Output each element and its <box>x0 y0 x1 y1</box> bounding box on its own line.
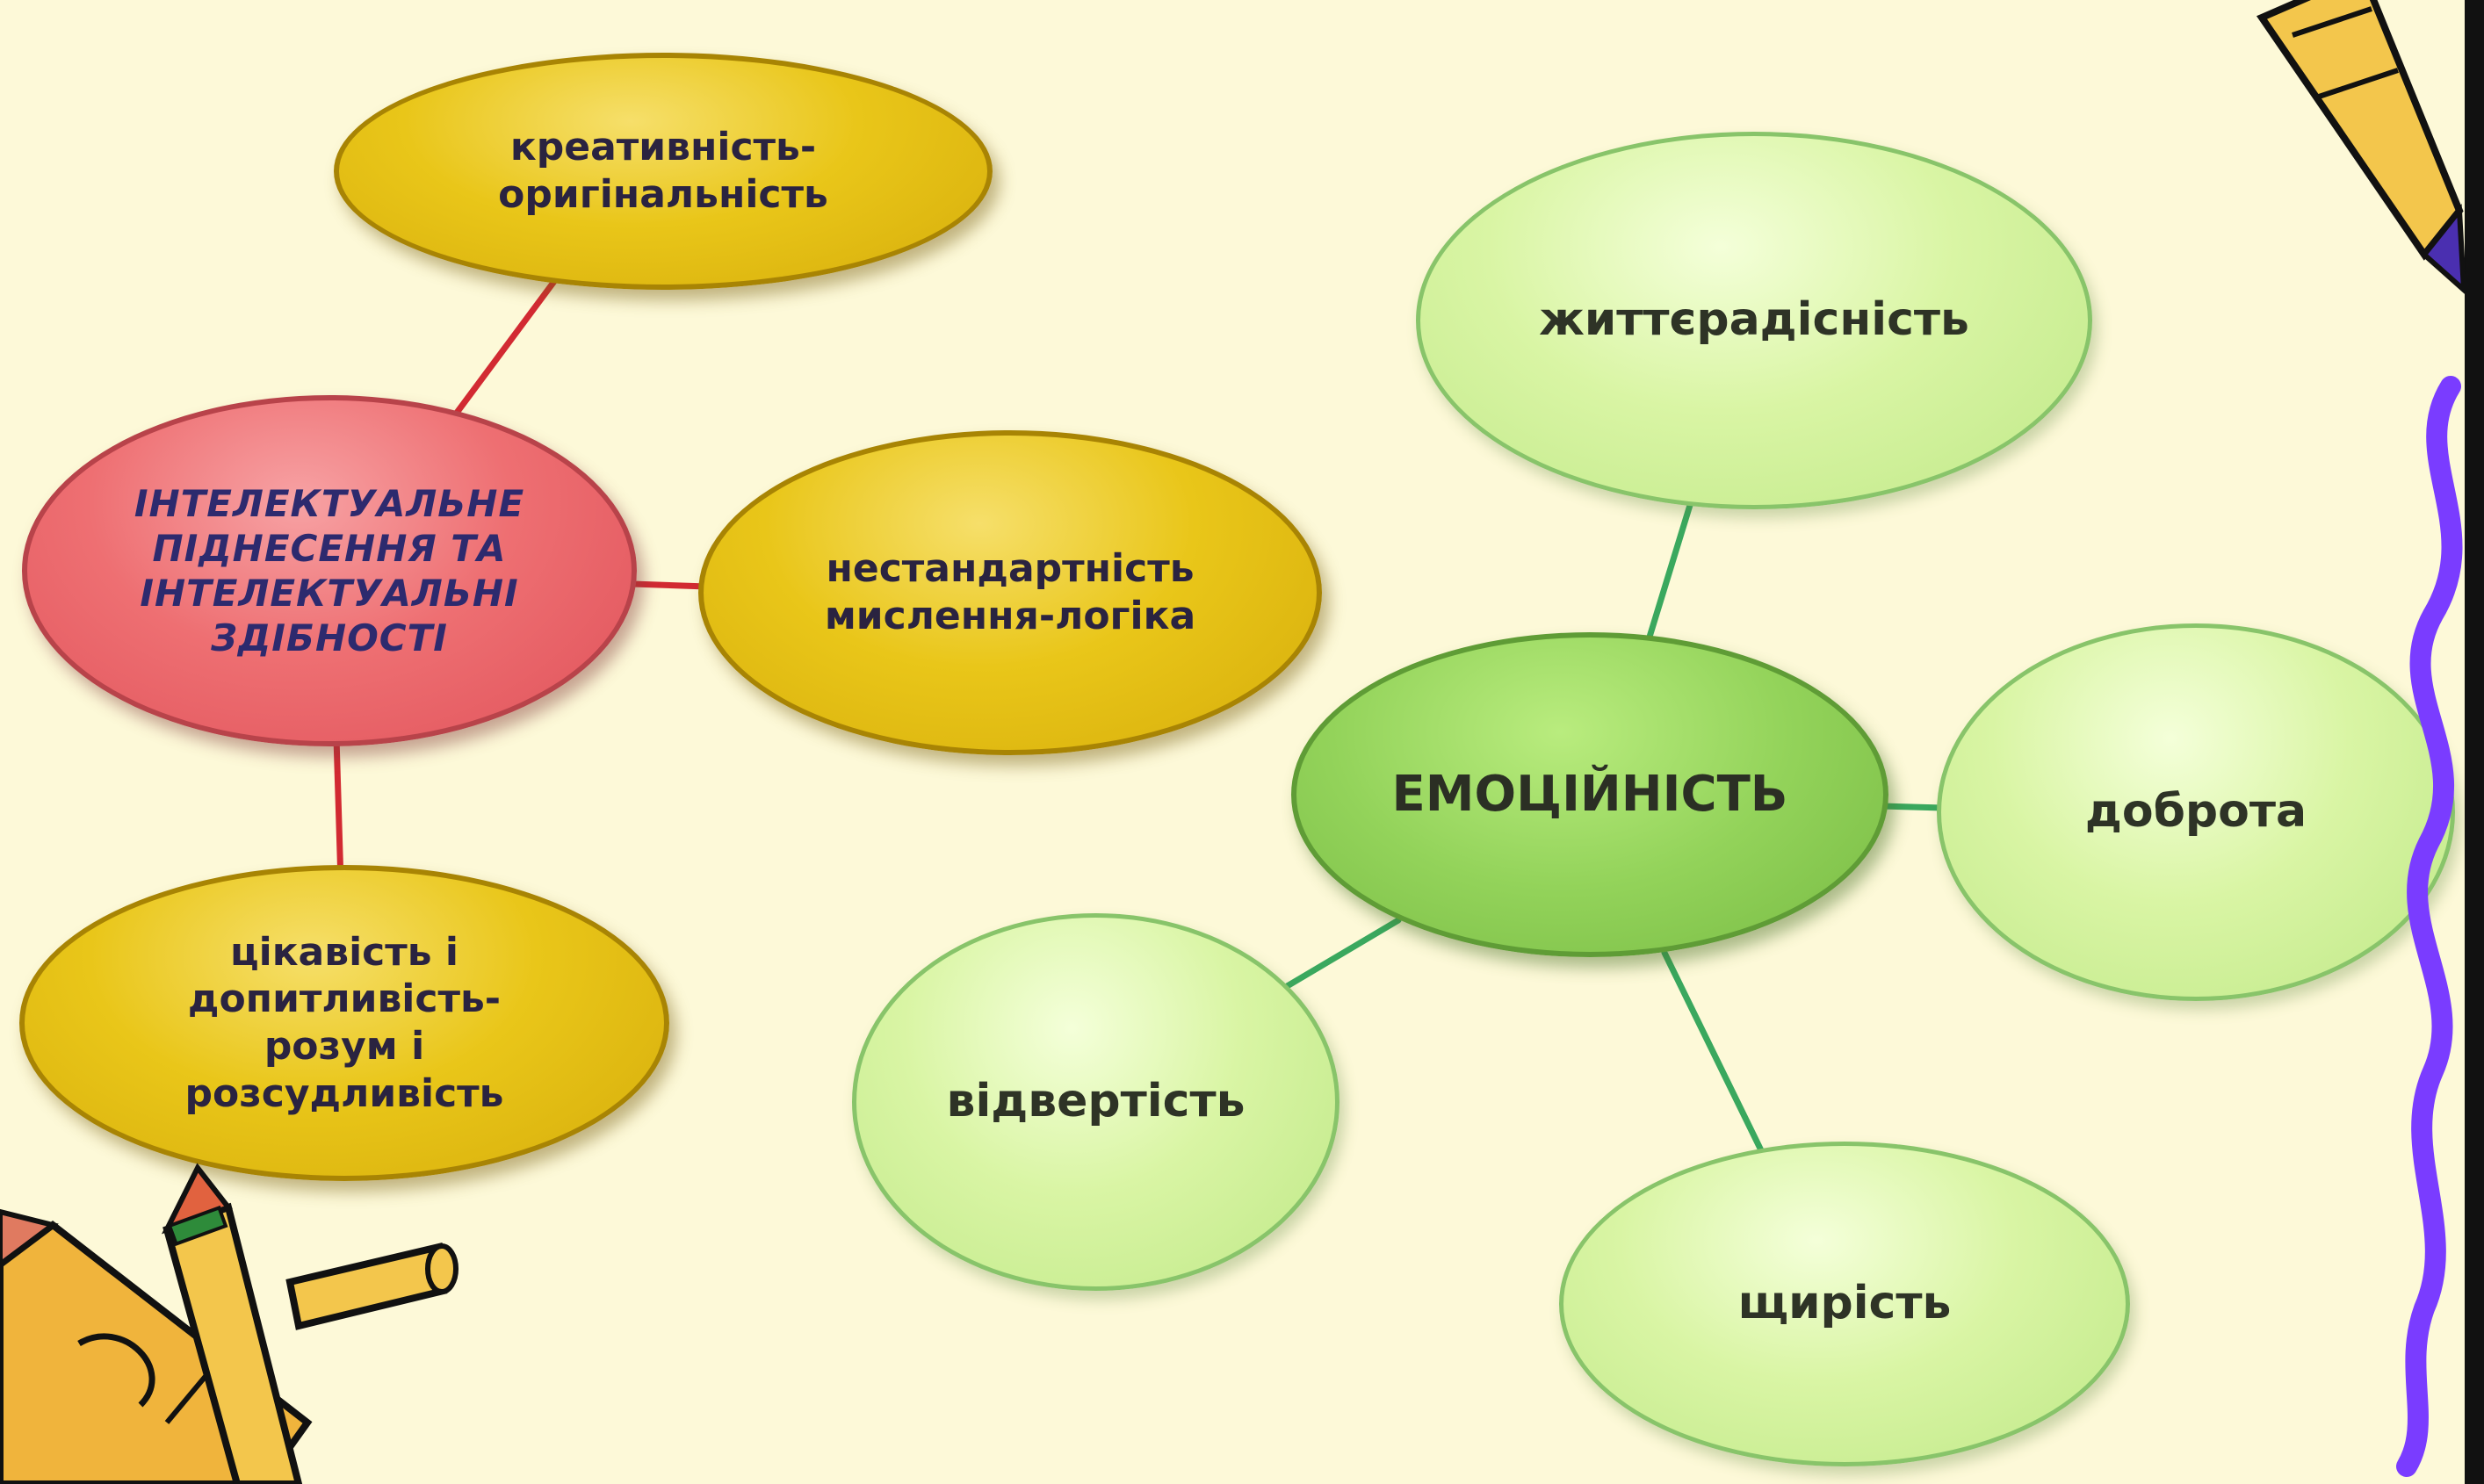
node-kindness: доброта <box>1937 623 2455 1001</box>
connector-curiosity <box>333 734 344 886</box>
connector-sincerity <box>1661 949 1765 1154</box>
node-sincerity: щирість <box>1559 1142 2130 1466</box>
node-thinking: нестандартність мислення-логіка <box>698 430 1322 755</box>
node-thinking-label: нестандартність мислення-логіка <box>824 546 1196 638</box>
node-sincerity-label: щирість <box>1737 1277 1952 1330</box>
node-curiosity-label: цікавість і допитливість- розум і розсуд… <box>184 929 504 1116</box>
node-intellectual-center-label: ІНТЕЛЕКТУАЛЬНЕ ПІДНЕСЕННЯ ТА ІНТЕЛЕКТУАЛ… <box>134 481 525 660</box>
node-cheerfulness: життєрадісність <box>1416 132 2092 509</box>
connector-openness <box>1281 917 1402 991</box>
node-kindness-label: доброта <box>2084 785 2307 839</box>
node-openness-label: відвертість <box>946 1075 1246 1128</box>
node-creativity: креативність- оригінальність <box>334 53 993 290</box>
node-creativity-label: креативність- оригінальність <box>498 125 828 217</box>
connector-creativity <box>453 273 561 416</box>
node-intellectual-center: ІНТЕЛЕКТУАЛЬНЕ ПІДНЕСЕННЯ ТА ІНТЕЛЕКТУАЛ… <box>22 395 637 746</box>
node-emotionality-center-label: ЕМОЦІЙНІСТЬ <box>1391 765 1788 823</box>
node-emotionality-center: ЕМОЦІЙНІСТЬ <box>1291 632 1888 957</box>
node-openness: відвертість <box>852 913 1339 1291</box>
connector-cheerfulness <box>1643 499 1694 649</box>
node-cheerfulness-label: життєрадісність <box>1539 293 1969 347</box>
connector-kindness <box>1878 803 1946 811</box>
connector-thinking <box>629 580 711 590</box>
node-curiosity: цікавість і допитливість- розум і розсуд… <box>19 865 669 1181</box>
